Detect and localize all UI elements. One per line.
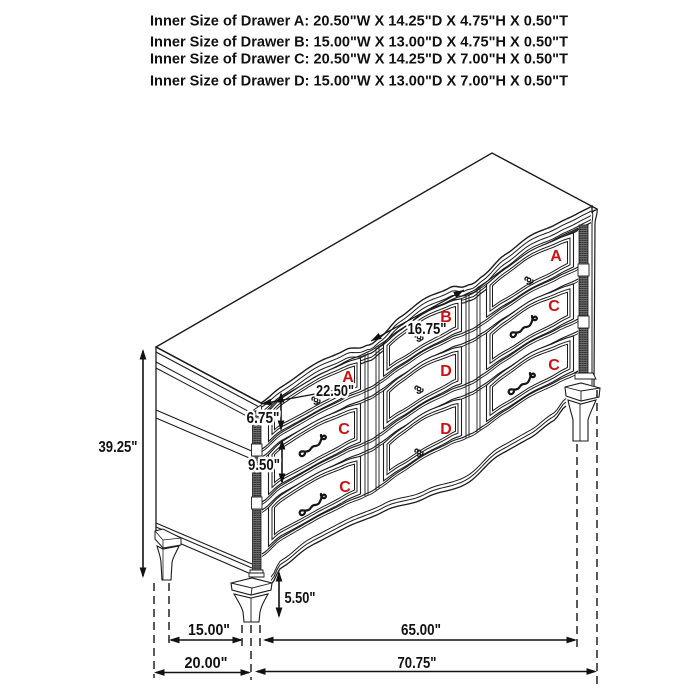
svg-text:9.50": 9.50" <box>248 457 280 474</box>
svg-text:Inner Size of Drawer A: 20.50": Inner Size of Drawer A: 20.50"W X 14.25"… <box>150 13 568 29</box>
svg-text:39.25": 39.25" <box>99 439 138 456</box>
svg-text:65.00": 65.00" <box>401 622 441 639</box>
svg-text:Inner Size of Drawer D: 15.00": Inner Size of Drawer D: 15.00"W X 13.00"… <box>150 74 568 90</box>
svg-text:Inner Size of Drawer C: 20.50": Inner Size of Drawer C: 20.50"W X 14.25"… <box>150 52 568 68</box>
svg-text:B: B <box>440 309 452 326</box>
svg-text:C: C <box>548 298 560 315</box>
svg-text:20.00": 20.00" <box>185 655 228 672</box>
svg-text:Inner Size of Drawer B: 15.00": Inner Size of Drawer B: 15.00"W X 13.00"… <box>150 35 568 51</box>
svg-text:A: A <box>550 248 562 265</box>
svg-text:5.50": 5.50" <box>285 590 316 607</box>
svg-text:C: C <box>339 479 351 496</box>
svg-text:16.75": 16.75" <box>408 321 447 338</box>
svg-text:D: D <box>440 421 452 438</box>
svg-text:A: A <box>342 369 354 386</box>
svg-text:22.50": 22.50" <box>316 383 354 400</box>
svg-text:C: C <box>338 421 350 438</box>
svg-text:70.75": 70.75" <box>398 655 437 672</box>
svg-text:15.00": 15.00" <box>188 622 230 639</box>
svg-text:C: C <box>548 357 560 374</box>
svg-text:D: D <box>440 363 452 380</box>
svg-text:6.75": 6.75" <box>247 410 280 427</box>
